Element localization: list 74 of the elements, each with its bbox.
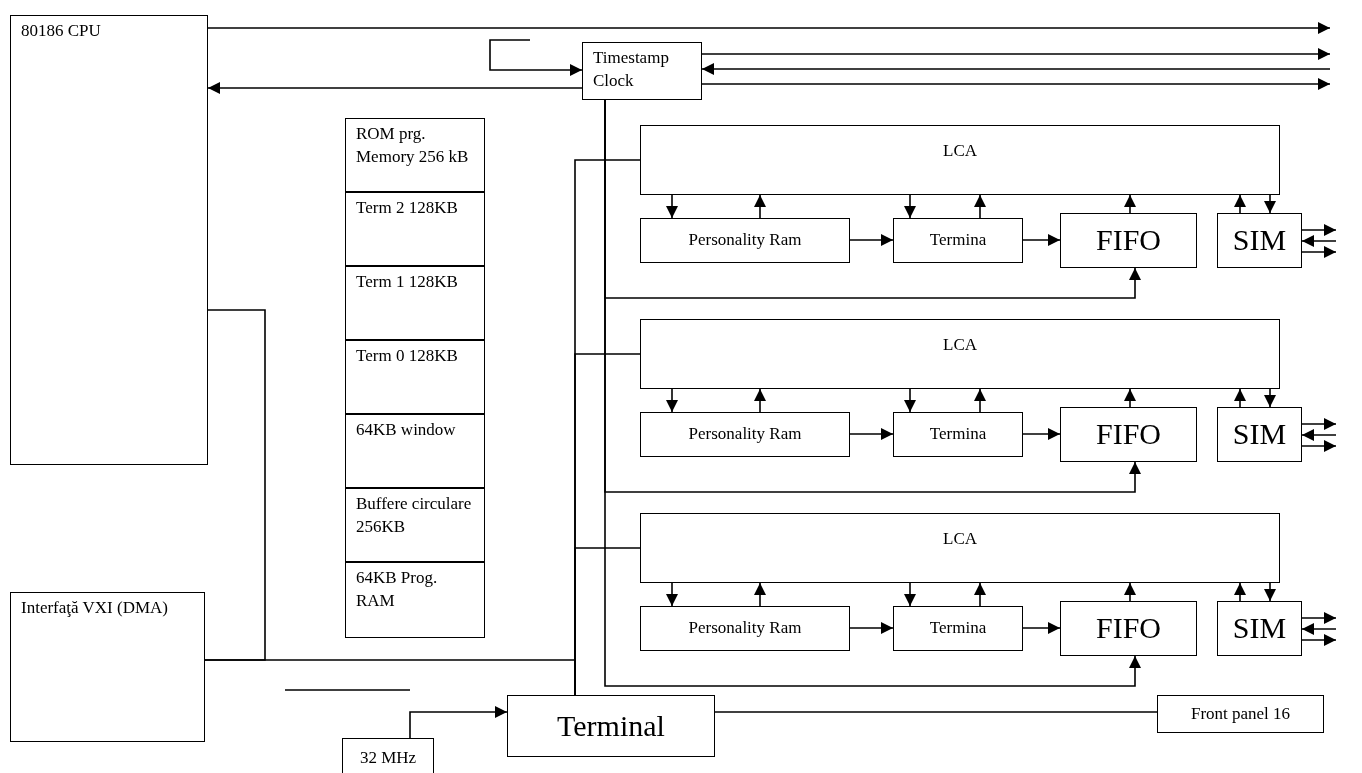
interface-block: Interfaţă VXI (DMA): [10, 592, 205, 742]
arrow: [1124, 194, 1136, 214]
connector-line: [574, 547, 641, 696]
arrow: [1301, 612, 1337, 624]
arrow: [1301, 634, 1337, 646]
arrow: [974, 388, 986, 413]
arrow: [974, 194, 986, 219]
arrow: [701, 78, 1331, 90]
ram-block: Personality Ram: [640, 606, 850, 651]
arrow: [666, 388, 678, 413]
sim-block: SIM: [1217, 407, 1302, 462]
arrow: [1301, 418, 1337, 430]
arrow: [1124, 388, 1136, 408]
arrow: [666, 582, 678, 607]
arrow: [849, 622, 894, 634]
arrow: [207, 22, 1331, 34]
arrow: [904, 194, 916, 219]
arrow: [754, 194, 766, 219]
ram-block: Personality Ram: [640, 218, 850, 263]
terminal-block: Termina: [893, 412, 1023, 457]
arrow: [666, 194, 678, 219]
arrow: [1264, 194, 1276, 214]
memory-cell: Buffere circulare 256KB: [345, 488, 485, 562]
fifo-block: FIFO: [1060, 407, 1197, 462]
arrow: [1022, 622, 1061, 634]
connector-line: [714, 711, 1158, 713]
sim-block: SIM: [1217, 601, 1302, 656]
arrow: [604, 99, 1141, 687]
arrow: [904, 388, 916, 413]
arrow: [1301, 440, 1337, 452]
arrow: [1124, 582, 1136, 602]
arrow: [1301, 224, 1337, 236]
arrow: [1264, 582, 1276, 602]
arrow: [974, 582, 986, 607]
arrow: [1301, 623, 1337, 635]
arrow: [754, 582, 766, 607]
arrow: [849, 234, 894, 246]
terminal-block: Termina: [893, 606, 1023, 651]
memory-cell: 64KB window: [345, 414, 485, 488]
memory-cell: Term 0 128KB: [345, 340, 485, 414]
logic-array-block: LCA: [640, 125, 1280, 195]
processor-block: 80186 CPU: [10, 15, 208, 465]
ram-block: Personality Ram: [640, 412, 850, 457]
arrow: [1301, 246, 1337, 258]
arrow: [207, 82, 583, 94]
memory-cell: Term 2 128KB: [345, 192, 485, 266]
arrow: [409, 706, 508, 739]
logic-array-block: LCA: [640, 319, 1280, 389]
front-panel-block: Front panel 16: [1157, 695, 1324, 733]
arrow: [1234, 194, 1246, 214]
arrow: [489, 39, 583, 76]
arrow: [904, 582, 916, 607]
clock-block: Timestamp Clock: [582, 42, 702, 100]
terminal-block: Terminal: [507, 695, 715, 757]
arrow: [701, 63, 1331, 75]
arrow: [754, 388, 766, 413]
terminal-block: Termina: [893, 218, 1023, 263]
fifo-block: FIFO: [1060, 601, 1197, 656]
memory-cell: 64KB Prog. RAM: [345, 562, 485, 638]
arrow: [701, 48, 1331, 60]
logic-array-block: LCA: [640, 513, 1280, 583]
arrow: [1022, 428, 1061, 440]
arrow: [1234, 388, 1246, 408]
arrow: [1264, 388, 1276, 408]
fifo-block: FIFO: [1060, 213, 1197, 268]
arrow: [849, 428, 894, 440]
arrow: [1301, 429, 1337, 441]
memory-cell: ROM prg. Memory 256 kB: [345, 118, 485, 192]
memory-cell: Term 1 128KB: [345, 266, 485, 340]
sim-block: SIM: [1217, 213, 1302, 268]
arrow: [1301, 235, 1337, 247]
oscillator-block: 32 MHz: [342, 738, 434, 773]
arrow: [1022, 234, 1061, 246]
arrow: [1234, 582, 1246, 602]
